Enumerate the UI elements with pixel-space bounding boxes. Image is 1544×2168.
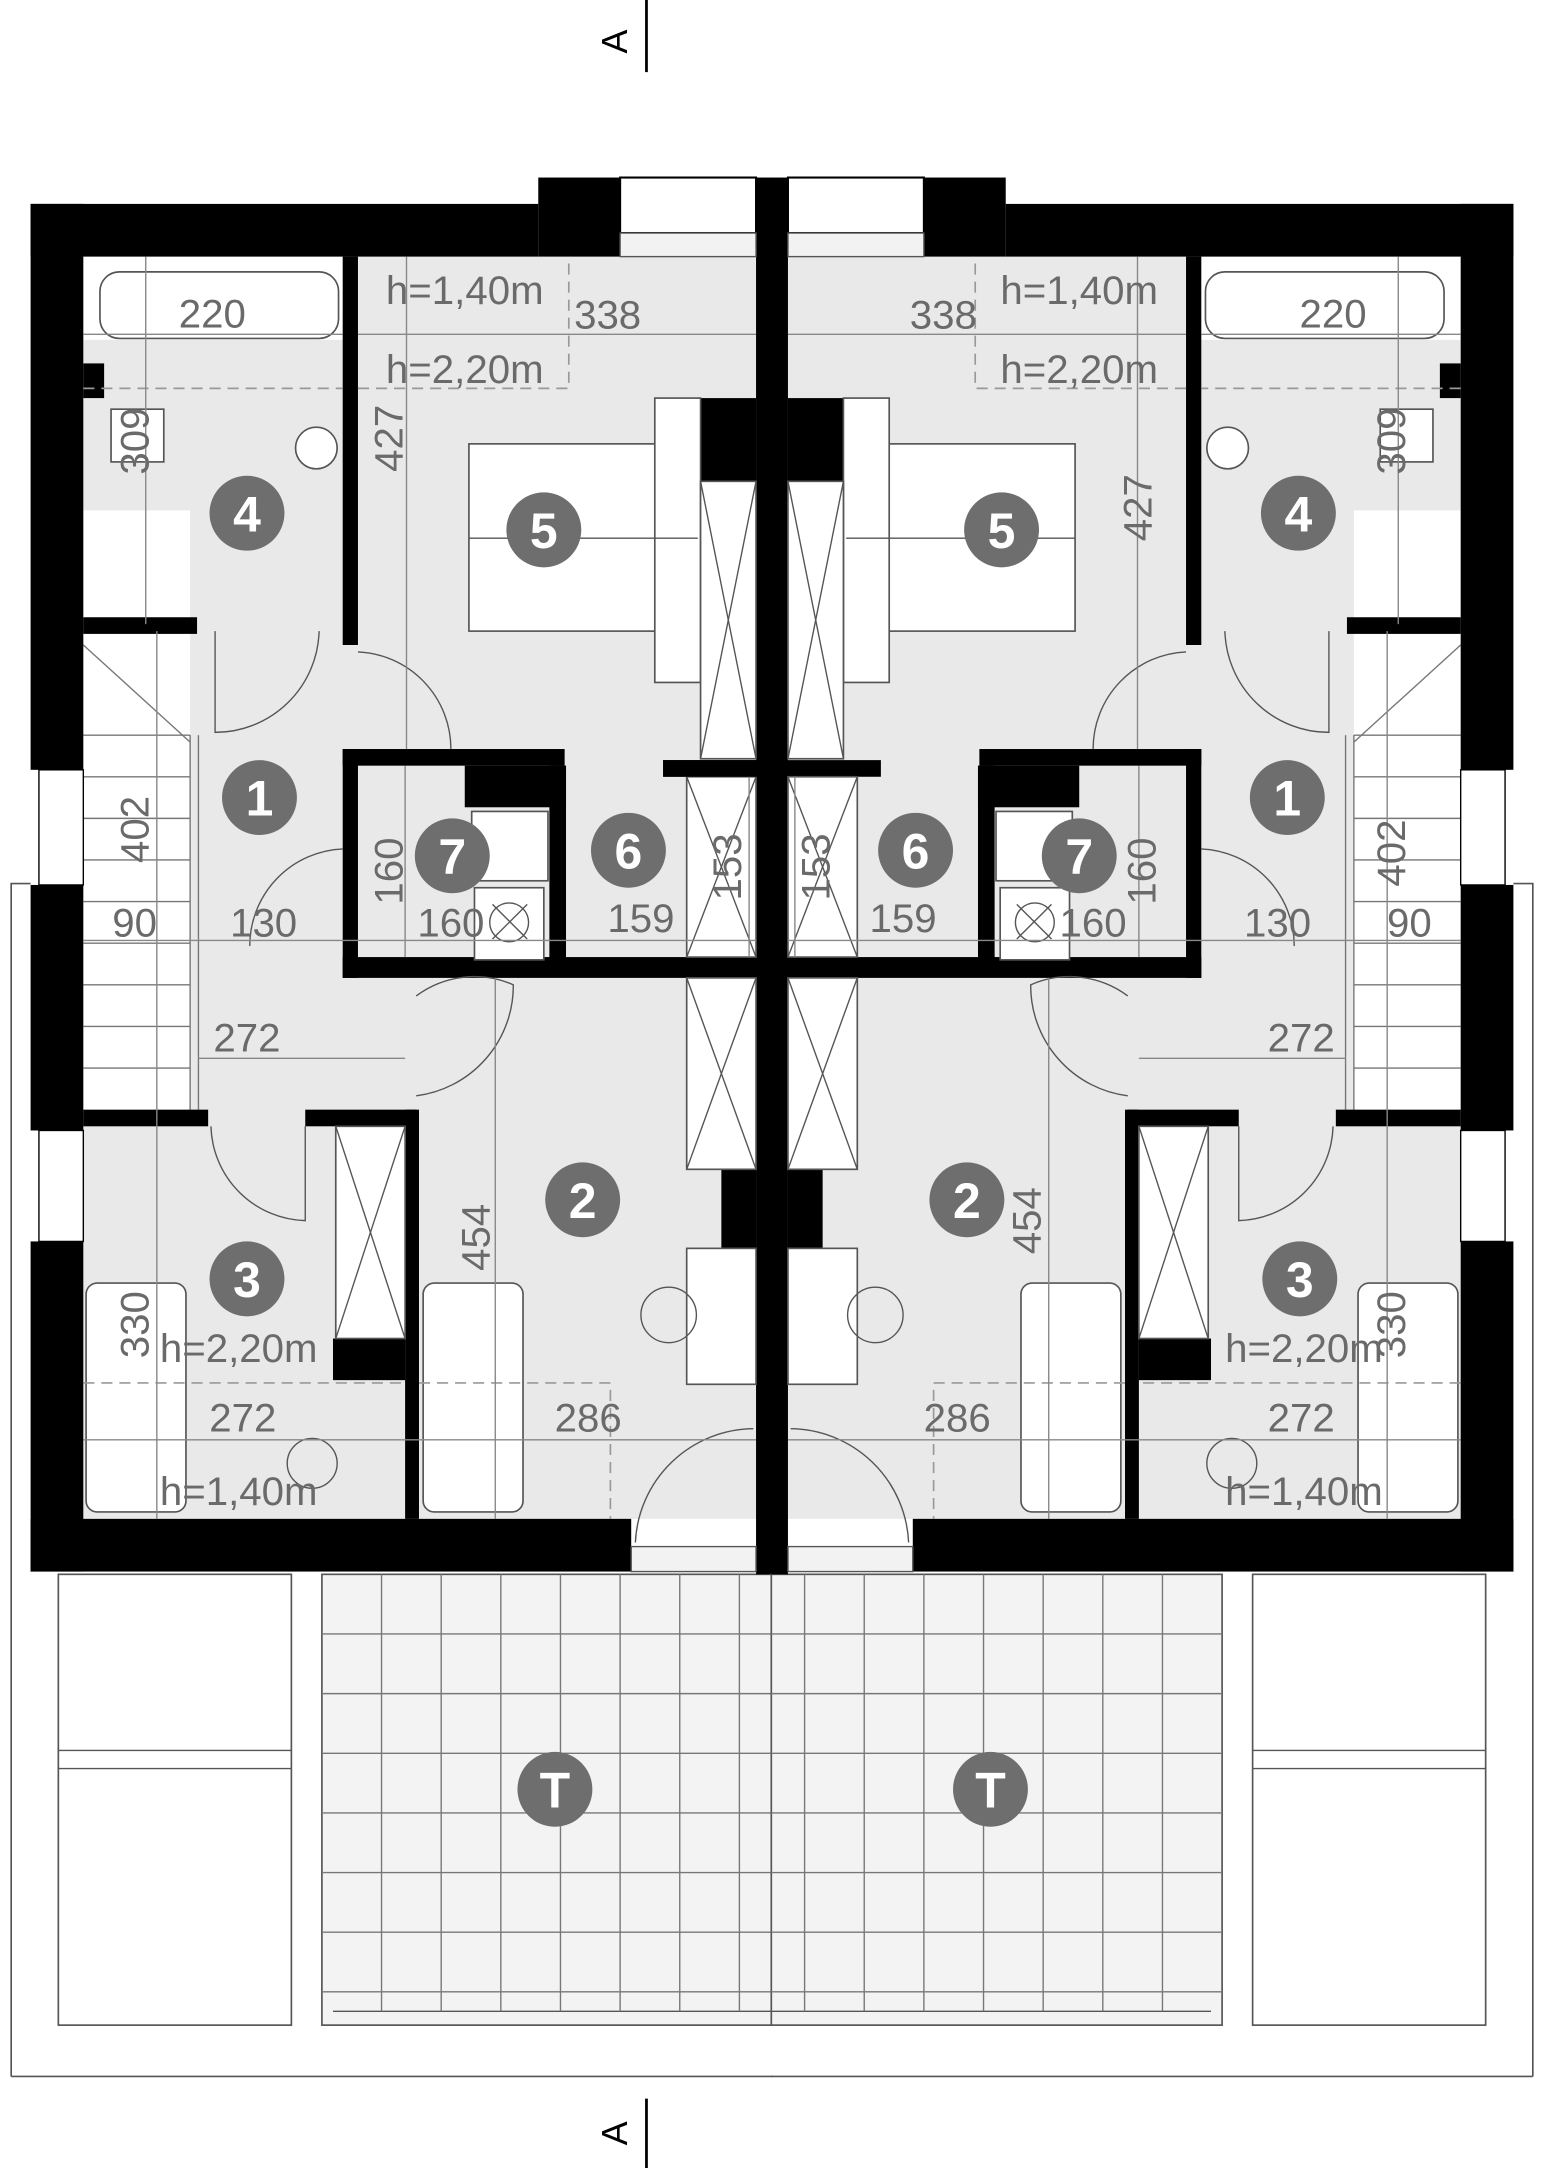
room-label-2: 2 (569, 1173, 597, 1229)
dim-text: 272 (1268, 1395, 1335, 1440)
room-label-2: 2 (953, 1173, 981, 1229)
dim-text: 286 (924, 1395, 991, 1440)
dim-text: 330 (113, 1291, 158, 1358)
section-mark-top: A (594, 0, 648, 73)
dim-text: 160 (417, 900, 484, 945)
dim-text: 402 (1369, 819, 1414, 886)
room-label-5: 5 (530, 503, 558, 559)
dim-text: 427 (1115, 474, 1160, 541)
dim-text: 159 (870, 896, 937, 941)
dim-text: 160 (366, 838, 411, 905)
dim-text: 130 (1244, 900, 1311, 945)
dim-text: 153 (794, 833, 839, 900)
room-label-3: 3 (1286, 1252, 1314, 1308)
height-label: h=1,40m (1000, 268, 1158, 313)
room-label-4: 4 (1285, 486, 1313, 542)
room-badges-left (209, 475, 666, 1827)
room-label-3: 3 (233, 1252, 261, 1308)
dim-text: 272 (209, 1395, 276, 1440)
dim-text: 90 (112, 900, 157, 945)
height-label: h=2,20m (386, 347, 544, 392)
section-mark-bottom: A (594, 2098, 648, 2168)
dim-text: 272 (1268, 1015, 1335, 1060)
dim-text: 402 (113, 796, 158, 863)
dim-text: 160 (1120, 838, 1165, 905)
room-label-7: 7 (1065, 829, 1093, 885)
dim-text: 153 (705, 833, 750, 900)
dim-text: 272 (213, 1015, 280, 1060)
dim-text: 309 (113, 408, 158, 475)
room-label-6: 6 (615, 823, 643, 879)
dim-text: 338 (574, 293, 641, 338)
room-label-terrace: T (975, 1762, 1006, 1818)
dim-text: 220 (1300, 291, 1367, 336)
room-label-1: 1 (246, 771, 274, 827)
section-label-bottom: A (594, 2121, 635, 2145)
height-label: h=1,40m (386, 268, 544, 313)
dim-text: 160 (1060, 900, 1127, 945)
height-label: h=1,40m (1225, 1469, 1383, 1514)
room-label-4: 4 (233, 486, 261, 542)
room-label-terrace: T (540, 1762, 571, 1818)
dim-text: 338 (910, 293, 977, 338)
dim-text: 427 (366, 405, 411, 472)
dim-text: 330 (1369, 1291, 1414, 1358)
height-label: h=1,40m (160, 1469, 318, 1514)
height-label: h=2,20m (1000, 347, 1158, 392)
height-label: h=2,20m (1225, 1326, 1383, 1371)
height-label: h=2,20m (160, 1326, 318, 1371)
dim-text: 159 (607, 896, 674, 941)
dim-text: 286 (555, 1395, 622, 1440)
room-badges-right (878, 475, 1338, 1827)
dim-text: 220 (179, 291, 246, 336)
room-label-7: 7 (438, 829, 466, 885)
dim-text: 309 (1369, 408, 1414, 475)
dim-text: 454 (1004, 1187, 1049, 1254)
room-label-6: 6 (902, 823, 930, 879)
room-label-5: 5 (988, 503, 1016, 559)
dim-text: 130 (230, 900, 297, 945)
dim-text: 454 (454, 1204, 499, 1271)
room-label-1: 1 (1273, 771, 1301, 827)
section-label-top: A (594, 30, 635, 54)
dim-text: 90 (1387, 900, 1432, 945)
